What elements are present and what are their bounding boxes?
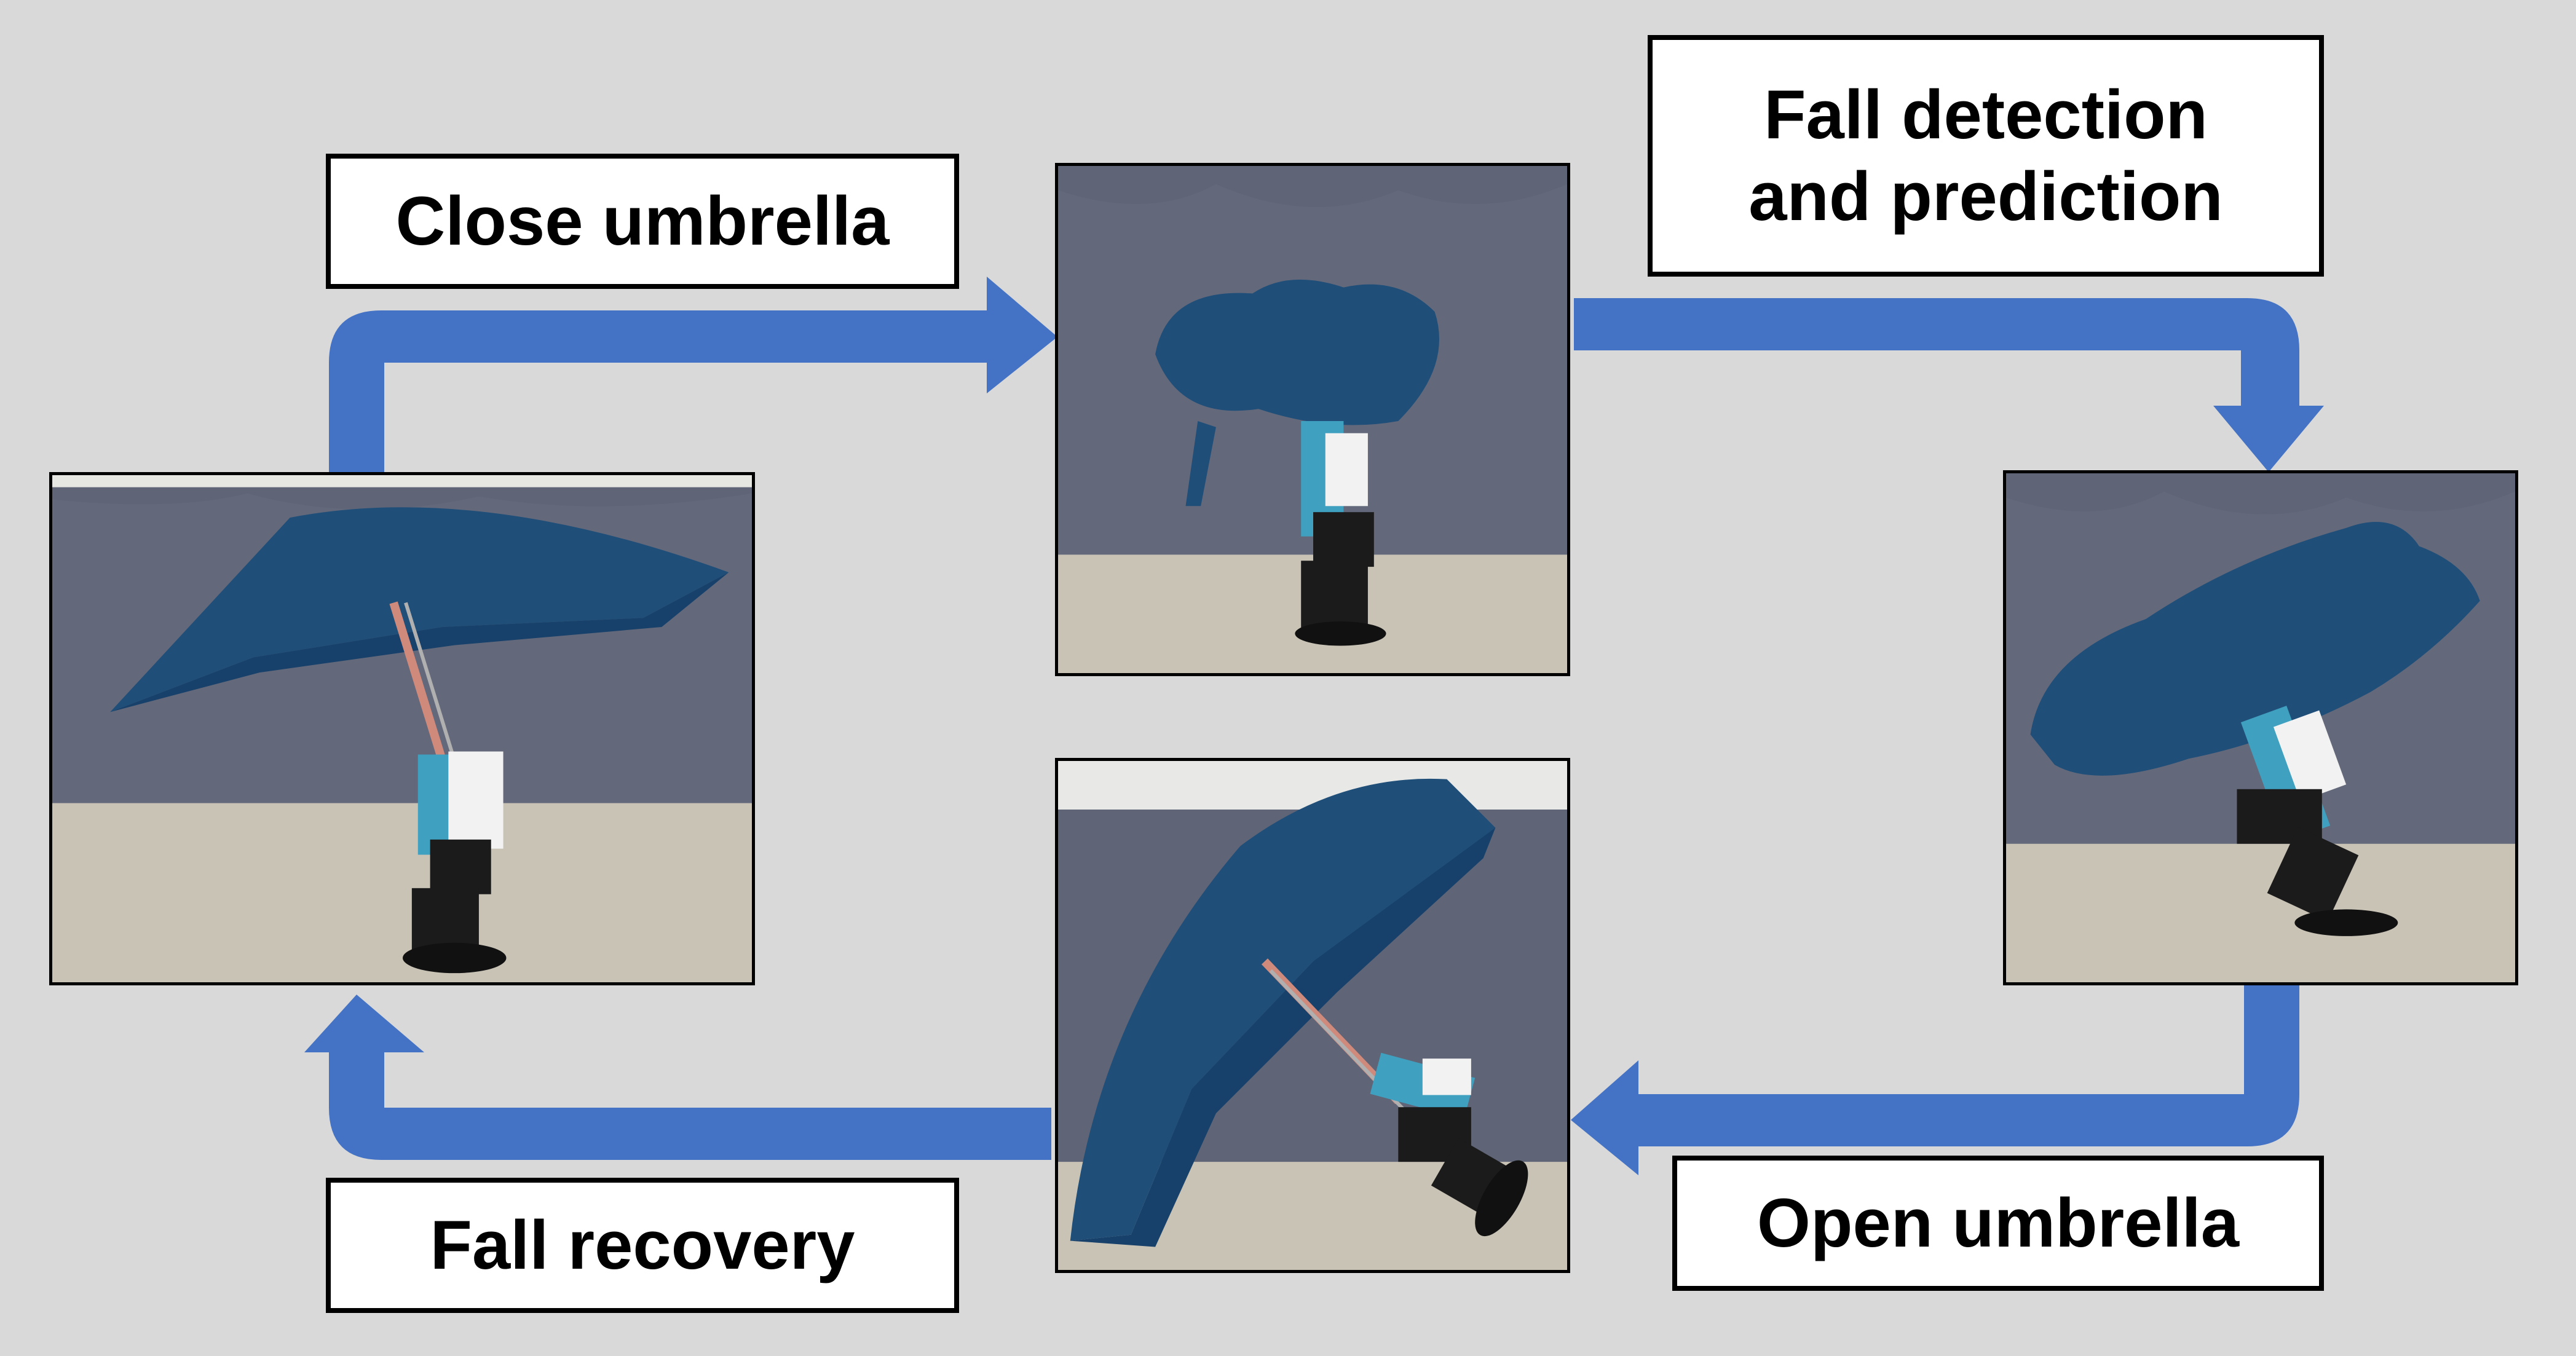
close-umbrella-text: Close umbrella: [395, 182, 890, 259]
umbrella-closed-standing-illustration: [1058, 166, 1567, 673]
arrow-open-umbrella: [1571, 983, 2299, 1175]
step-label-fall-detection: Fall detection and prediction: [1648, 35, 2324, 277]
robot-falling-illustration: [2006, 473, 2515, 982]
arrow-fall-recovery: [304, 995, 1051, 1160]
open-umbrella-text: Open umbrella: [1756, 1184, 2240, 1261]
umbrella-open-standing-illustration: [52, 475, 752, 982]
photo-umbrella-open-standing: [49, 472, 755, 985]
photo-umbrella-recovery: [1055, 758, 1570, 1273]
fall-recovery-text: Fall recovery: [430, 1206, 855, 1283]
photo-robot-falling: [2003, 470, 2518, 985]
fall-detection-text: Fall detection and prediction: [1748, 76, 2223, 235]
umbrella-recovery-illustration: [1058, 761, 1567, 1270]
step-label-fall-recovery: Fall recovery: [326, 1178, 959, 1313]
arrow-fall-detection: [1574, 298, 2324, 472]
arrow-close-umbrella: [329, 277, 1057, 472]
step-label-close-umbrella: Close umbrella: [326, 154, 959, 289]
photo-umbrella-closed-standing: [1055, 163, 1570, 676]
step-label-open-umbrella: Open umbrella: [1672, 1156, 2324, 1291]
